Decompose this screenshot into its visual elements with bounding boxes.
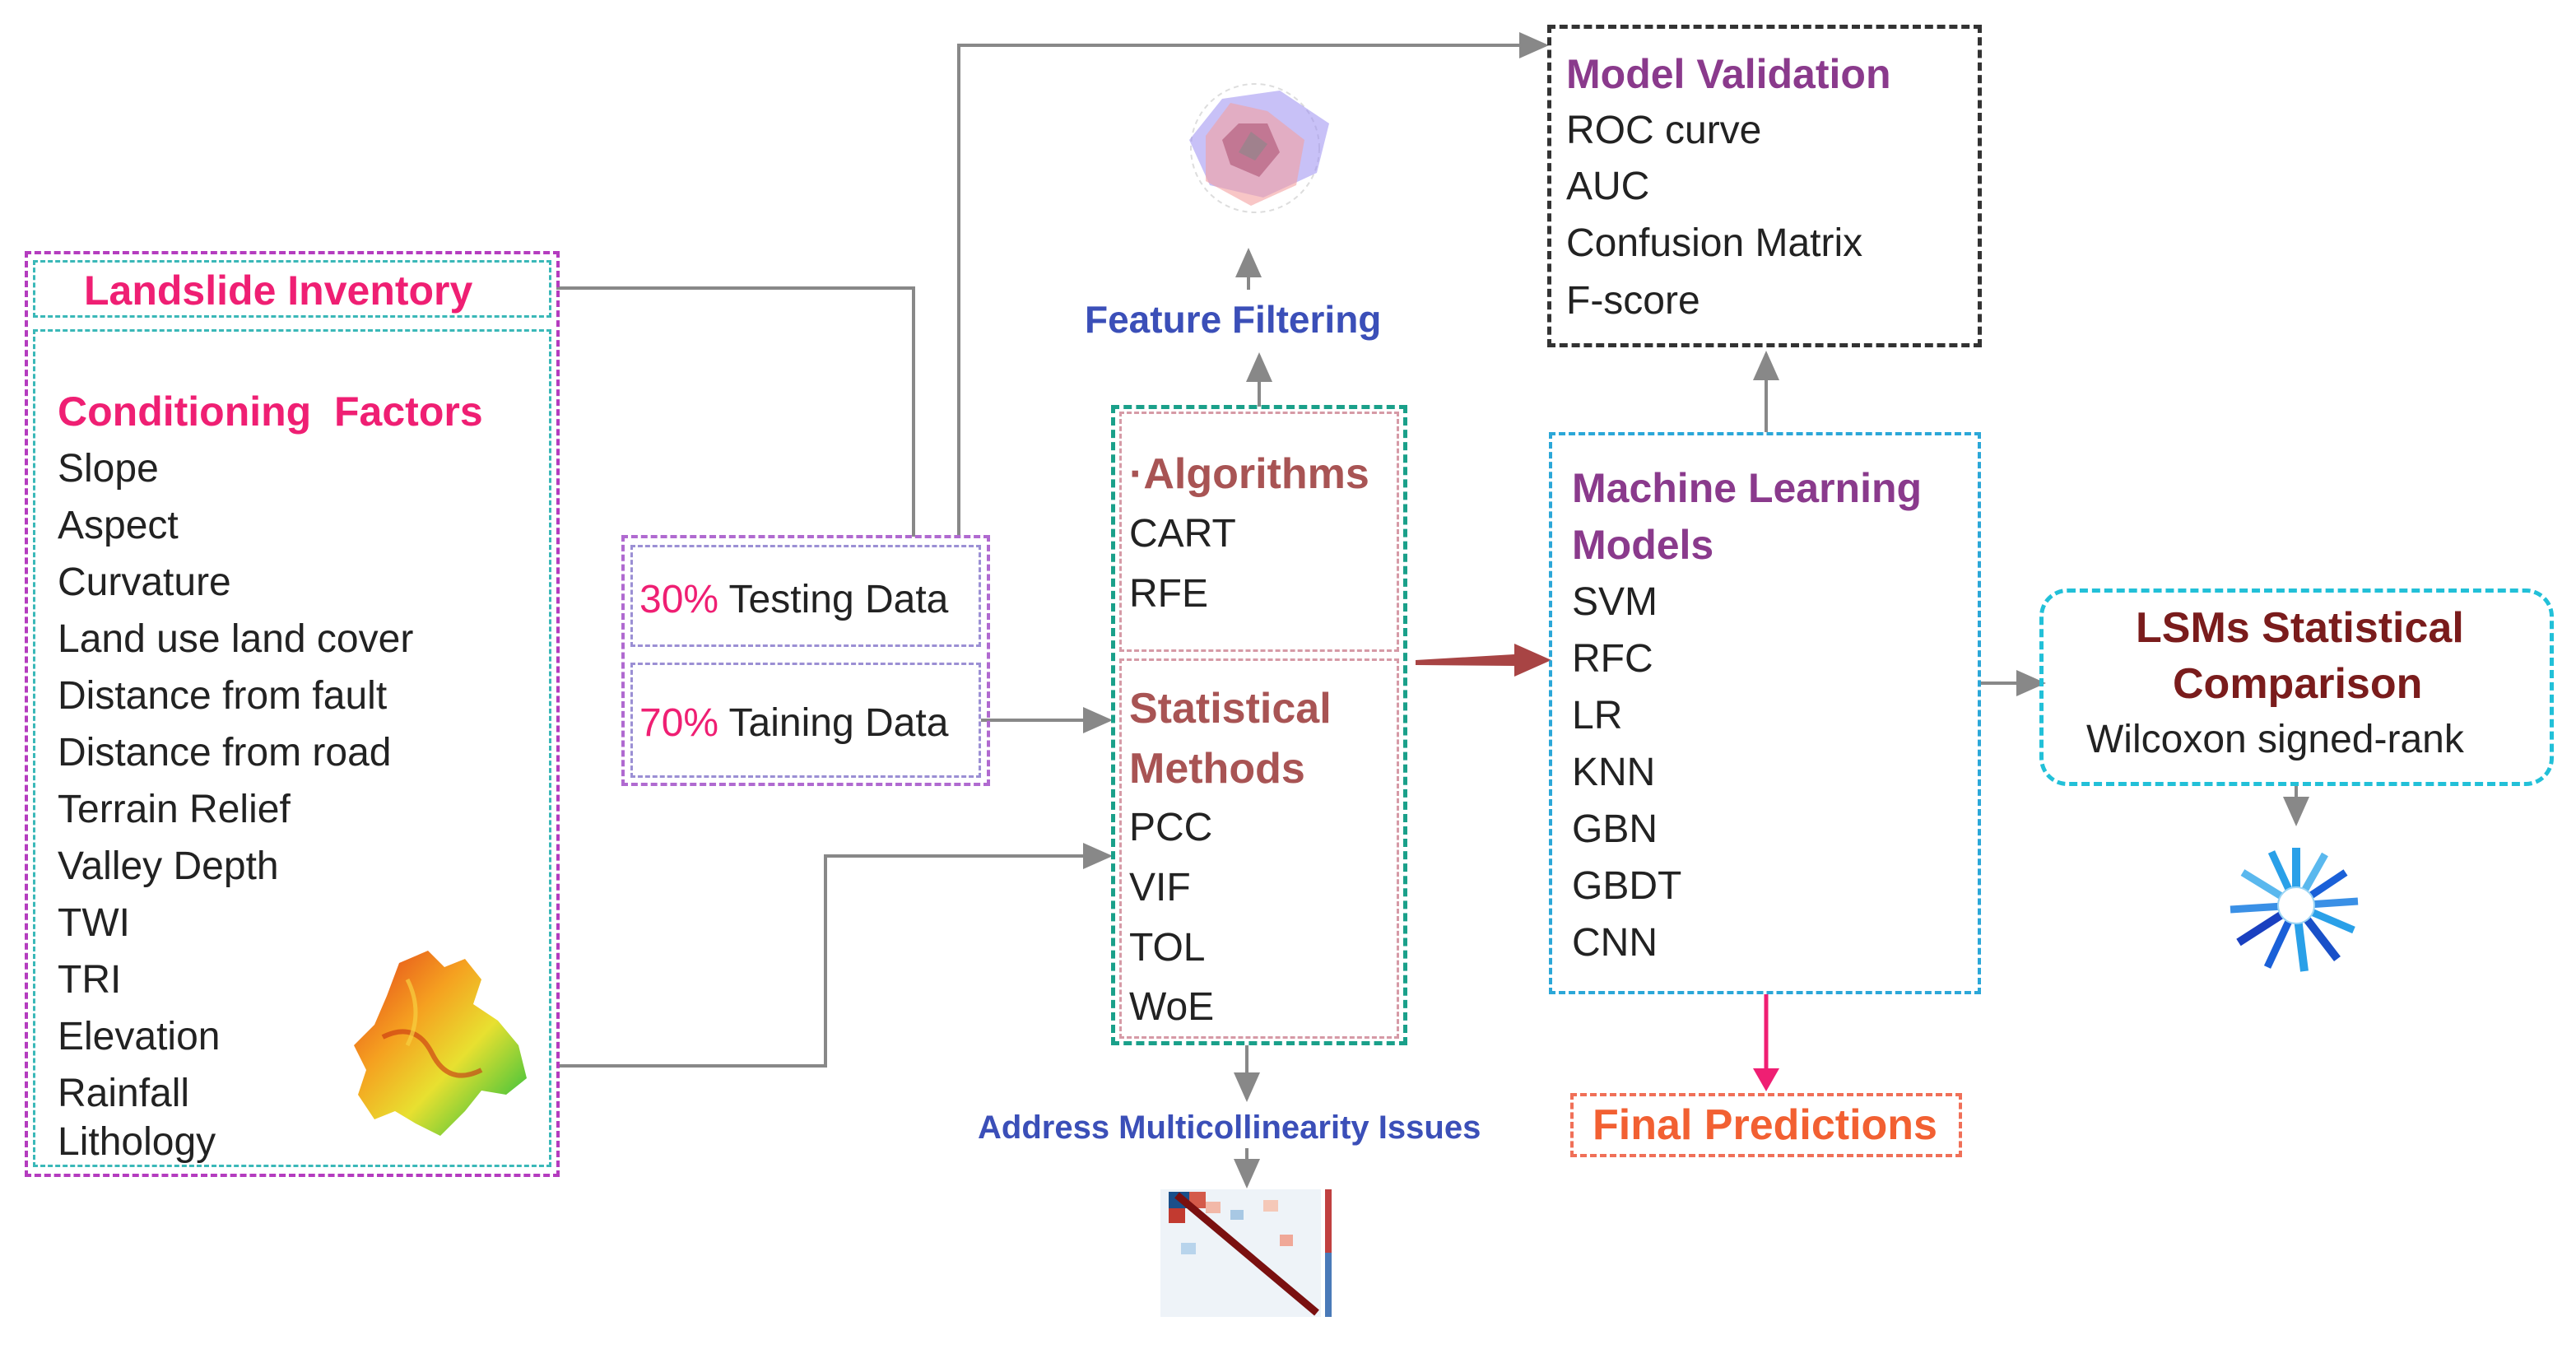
final-predictions-box bbox=[1570, 1093, 1962, 1157]
algorithm-cart: CART bbox=[1129, 512, 1236, 556]
factor-slope: Slope bbox=[58, 447, 159, 491]
model-gbn: GBN bbox=[1572, 807, 1658, 851]
polar-bar-plot-image bbox=[2230, 848, 2359, 972]
inventory-box bbox=[33, 260, 551, 318]
testing-to-validation-arrow bbox=[957, 32, 1549, 537]
landslide-data-group bbox=[25, 251, 560, 1177]
comparison-method: Wilcoxon signed-rank bbox=[2086, 718, 2464, 761]
factor-lithology: Lithology bbox=[58, 1120, 216, 1164]
factor-elevation: Elevation bbox=[58, 1015, 221, 1058]
method-woe: WoE bbox=[1129, 985, 1215, 1029]
comparison-title-line2: Comparison bbox=[2173, 660, 2423, 708]
validation-auc: AUC bbox=[1566, 165, 1650, 208]
inventory-title: Landslide Inventory bbox=[84, 267, 473, 314]
factor-aspect: Aspect bbox=[58, 504, 179, 547]
method-vif: VIF bbox=[1129, 866, 1191, 909]
factor-distance-fault: Distance from fault bbox=[58, 674, 388, 718]
model-rfc: RFC bbox=[1572, 637, 1653, 681]
model-lr: LR bbox=[1572, 694, 1623, 737]
factor-lulc: Land use land cover bbox=[58, 617, 414, 661]
multicollinearity-label: Address Multicollinearity Issues bbox=[978, 1109, 1481, 1146]
testing-data-box bbox=[630, 545, 981, 647]
validation-title: Model Validation bbox=[1566, 51, 1891, 97]
methods-to-ml-arrow bbox=[1416, 644, 1551, 677]
conditioning-to-statistical-arrow bbox=[556, 843, 1113, 1068]
model-knn: KNN bbox=[1572, 751, 1656, 794]
data-split-box bbox=[621, 535, 990, 786]
model-validation-box bbox=[1547, 25, 1982, 347]
model-gbdt: GBDT bbox=[1572, 864, 1682, 908]
factor-distance-road: Distance from road bbox=[58, 731, 392, 775]
comparison-title-line1: LSMs Statistical bbox=[2136, 604, 2464, 652]
conditioning-box bbox=[33, 329, 551, 1167]
statistical-box bbox=[1119, 658, 1399, 1039]
testing-pct: 30% bbox=[639, 578, 719, 621]
ml-title-line1: Machine Learning bbox=[1572, 465, 1923, 511]
comparison-box bbox=[2039, 588, 2554, 786]
factor-terrain-relief: Terrain Relief bbox=[58, 788, 291, 831]
ml-title-line2: Models bbox=[1572, 522, 1714, 568]
correlation-heatmap-image bbox=[1160, 1189, 1332, 1317]
method-tol: TOL bbox=[1129, 926, 1206, 970]
method-pcc: PCC bbox=[1129, 806, 1213, 849]
training-data-label: 70% Taining Data bbox=[639, 704, 948, 743]
factor-tri: TRI bbox=[58, 958, 122, 1002]
conditioning-title: Conditioning Factors bbox=[58, 388, 483, 435]
statistical-title-line1: Statistical bbox=[1129, 685, 1332, 733]
factor-curvature: Curvature bbox=[58, 561, 231, 604]
radar-chart-image bbox=[1189, 83, 1329, 213]
factor-twi: TWI bbox=[58, 901, 130, 945]
model-cnn: CNN bbox=[1572, 921, 1658, 965]
factor-valley-depth: Valley Depth bbox=[58, 844, 279, 888]
testing-data-label: 30% Testing Data bbox=[639, 580, 948, 620]
ml-to-final-arrowhead bbox=[1753, 1068, 1779, 1091]
feature-filtering-label: Feature Filtering bbox=[1085, 298, 1382, 341]
training-pct: 70% bbox=[639, 701, 719, 745]
testing-text: Testing Data bbox=[718, 578, 949, 621]
validation-fscore: F-score bbox=[1566, 279, 1700, 323]
statistical-title-line2: Methods bbox=[1129, 745, 1305, 793]
ml-models-box bbox=[1549, 432, 1981, 994]
validation-roc: ROC curve bbox=[1566, 109, 1762, 152]
algorithms-box bbox=[1119, 412, 1399, 652]
final-predictions-label: Final Predictions bbox=[1593, 1101, 1937, 1149]
training-data-box bbox=[630, 663, 981, 778]
inventory-to-split-line bbox=[556, 286, 915, 537]
model-svm: SVM bbox=[1572, 580, 1658, 624]
validation-confusion: Confusion Matrix bbox=[1566, 221, 1863, 265]
study-area-map-image bbox=[354, 951, 527, 1136]
methods-box bbox=[1111, 405, 1407, 1045]
training-text: Taining Data bbox=[718, 701, 949, 745]
factor-rainfall: Rainfall bbox=[58, 1072, 190, 1115]
algorithms-title: ·Algorithms bbox=[1129, 450, 1369, 498]
algorithm-rfe: RFE bbox=[1129, 572, 1208, 616]
